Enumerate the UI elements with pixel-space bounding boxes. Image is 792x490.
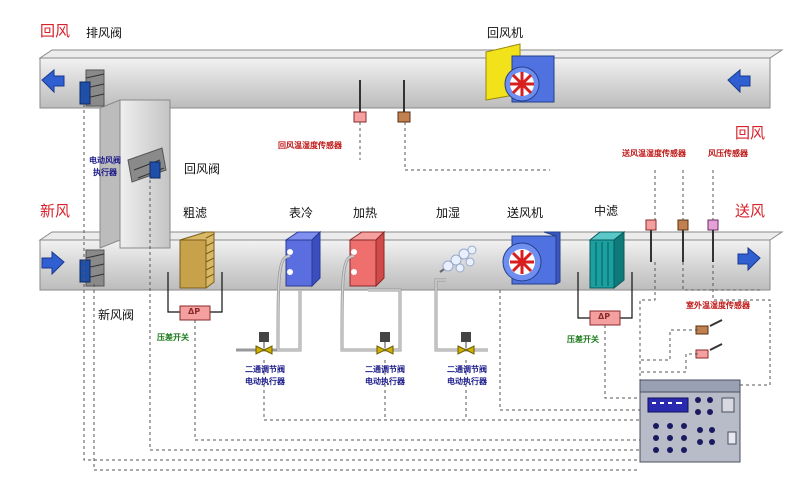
medium-filter (588, 230, 626, 290)
damper-actuator-line1: 电动风阀 (89, 156, 121, 165)
damper-actuator-line2: 执行器 (93, 168, 117, 177)
sensor-icon (695, 319, 723, 335)
valve-actuator-1-line2: 电动执行器 (245, 377, 285, 386)
exhaust-damper-label: 排风阀 (86, 26, 123, 40)
cooling-coil (284, 230, 322, 288)
return-fan-label: 回风机 (487, 26, 524, 40)
controller-icon (639, 379, 741, 463)
valve-actuator-3-line1: 二通调节阀 (447, 365, 487, 374)
fan-icon (502, 231, 561, 285)
arrow-right-icon (737, 246, 761, 272)
fan-icon (485, 43, 555, 103)
sensor-icon (645, 219, 657, 262)
coarse-filter-label: 粗滤 (183, 206, 208, 220)
diff-pressure-switch-left-label: 压差开关 (157, 333, 189, 342)
supply-fan-label: 送风机 (507, 206, 544, 220)
coarse-filter (179, 231, 215, 289)
heating-label: 加热 (353, 206, 378, 220)
control-wiring (83, 104, 771, 471)
supply-air-label: 送风 (735, 202, 766, 220)
valve-actuator-2-line2: 电动执行器 (365, 377, 405, 386)
valve-actuator-1-line1: 二通调节阀 (245, 365, 285, 374)
return-air-left-label: 回风 (40, 22, 71, 40)
air-pressure-sensor-label: 风压传感器 (708, 149, 748, 158)
cooling-coil-label: 表冷 (289, 206, 314, 220)
dp-box-right-label: ΔP (598, 312, 611, 321)
valve-actuator-3-line2: 电动执行器 (447, 377, 487, 386)
valve-actuator-2-label: 二通调节阀 电动执行器 (360, 364, 410, 388)
return-sensor-label: 回风温湿度传感器 (278, 141, 342, 150)
damper-actuator-label: 电动风阀 执行器 (88, 155, 122, 179)
diff-pressure-switch-right-label: 压差开关 (567, 335, 599, 344)
dp-box-left-label: ΔP (188, 307, 201, 316)
arrow-left-icon (41, 68, 65, 94)
valve-icon (255, 332, 273, 355)
outdoor-sensor-label: 室外温湿度传感器 (686, 301, 750, 310)
return-damper-label: 回风阀 (184, 162, 221, 176)
humidifying-label: 加湿 (436, 206, 461, 220)
arrow-left-icon (727, 68, 751, 94)
sensor-icon (397, 80, 411, 123)
fresh-damper-label: 新风阀 (98, 308, 135, 322)
exhaust-damper (79, 69, 105, 107)
humidifier (439, 245, 477, 273)
medium-filter-label: 中滤 (594, 204, 619, 218)
return-damper (127, 147, 167, 183)
valve-actuator-1-label: 二通调节阀 电动执行器 (240, 364, 290, 388)
mixing-duct (99, 99, 171, 249)
heating-coil (348, 230, 386, 288)
sensor-icon (695, 343, 723, 359)
arrow-right-icon (41, 250, 65, 276)
return-air-right-label: 回风 (735, 124, 766, 142)
valve-icon (376, 332, 394, 355)
valve-icon (457, 332, 475, 355)
fresh-damper (79, 249, 105, 287)
fresh-air-label: 新风 (40, 202, 71, 220)
valve-actuator-2-line1: 二通调节阀 (365, 365, 405, 374)
valve-actuator-3-label: 二通调节阀 电动执行器 (442, 364, 492, 388)
supply-sensor-label: 送风温湿度传感器 (622, 149, 686, 158)
return-duct (38, 49, 784, 109)
